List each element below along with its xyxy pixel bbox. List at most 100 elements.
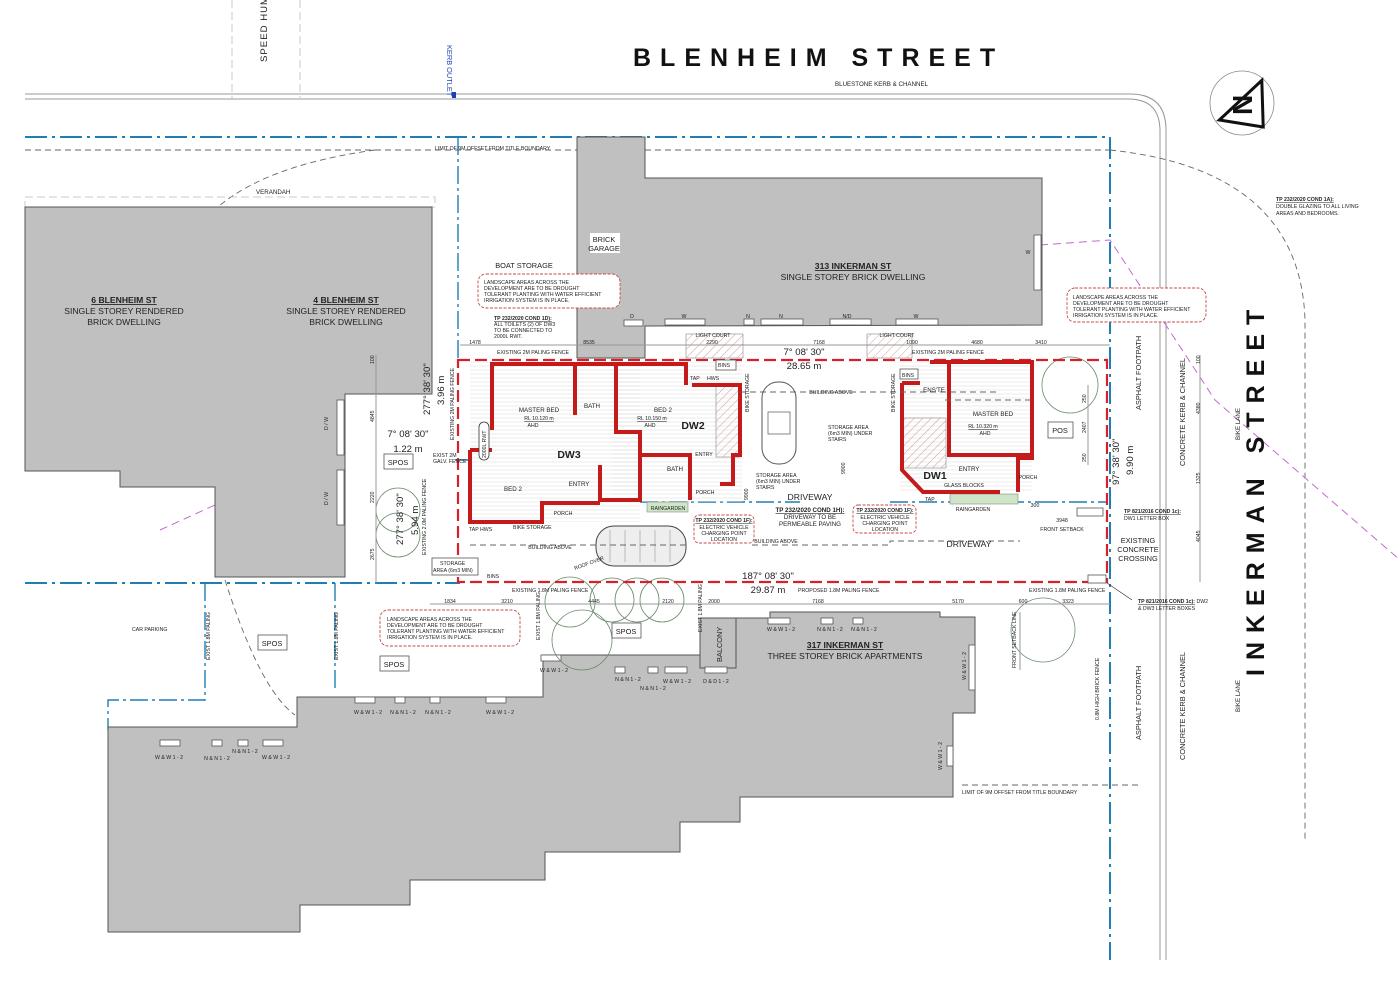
window-tag: D & D 1 - 2 — [703, 679, 729, 685]
dimension-label: 250 — [1082, 453, 1088, 462]
dimension-label: 1090 — [906, 340, 918, 346]
crossing-label: CROSSING — [1118, 554, 1158, 563]
dimension-label: 9900 — [841, 462, 847, 474]
note-text: TOLERANT PLANTING WITH WATER EFFICIENT — [1073, 307, 1191, 313]
dimension-label: 3323 — [1062, 599, 1074, 605]
dimension-label: 2407 — [1082, 421, 1088, 433]
car-icon — [595, 525, 687, 567]
roof-over-label: ROOF OVER — [574, 556, 606, 572]
window-tag: N & N 1 - 2 — [390, 710, 416, 716]
storage-label: STAIRS — [756, 485, 775, 491]
window — [336, 399, 345, 456]
window — [336, 469, 345, 526]
north-arrow-icon: N — [1209, 70, 1275, 136]
window-tag: N & N 1 - 2 — [615, 677, 641, 683]
spos-label: SPOS — [384, 660, 405, 669]
note-title: TP 821/2016 COND 1c): — [1138, 599, 1195, 605]
raingarden-label: RAINGARDEN — [651, 506, 686, 512]
storage-label: (6m3 MIN) UNDER — [828, 431, 873, 437]
note-text: DEVELOPMENT ARE TO BE DROUGHT — [1073, 301, 1169, 307]
driveway-label: DRIVEWAY — [788, 492, 833, 502]
crossing-label: EXISTING — [1121, 536, 1156, 545]
length-label: 29.87 m — [751, 585, 786, 596]
dw3-labels: DW3 MASTER BED RL 10.120 m AHD BATH BED … — [431, 403, 600, 580]
note-text: DEVELOPMENT ARE TO BE DROUGHT — [484, 286, 580, 292]
bearing-label: 187° 08' 30" — [742, 571, 794, 582]
kerb-line — [25, 93, 1167, 960]
window-tag: W & W 1 - 2 — [155, 755, 183, 761]
note-cond1d: TP 232/2020 COND 1D): ALL TOILETS (2) OF… — [494, 316, 555, 340]
dimension-label: 300 — [1031, 503, 1040, 509]
room-label: PORCH — [1019, 475, 1038, 481]
window-tags-317: W & W 1 - 2 N & N 1 - 2 N & N 1 - 2 W & … — [155, 627, 968, 770]
note-text: DEVELOPMENT ARE TO BE DROUGHT — [387, 623, 483, 629]
spos-label: SPOS — [388, 458, 409, 467]
footpath-label: ASPHALT FOOTPATH — [1134, 336, 1143, 410]
note-text: DW2 — [1196, 599, 1208, 605]
note-text: DOUBLE GLAZING TO ALL LIVING — [1276, 204, 1359, 210]
car-icon — [761, 381, 797, 465]
note-text: AREAS AND BEDROOMS. — [1276, 211, 1339, 217]
tap-label: TAP — [925, 497, 935, 503]
landscape-note-1: LANDSCAPE AREAS ACROSS THE DEVELOPMENT A… — [477, 273, 621, 309]
bike-storage-label: BIKE STORAGE — [745, 373, 751, 412]
building-313-inkerman — [576, 136, 1043, 359]
window-tag: N & N 1 - 2 — [204, 756, 230, 762]
note-text: DRIVEWAY TO BE — [784, 514, 836, 521]
light-court-label: LIGHT COURT — [880, 333, 916, 339]
length-label: 9.90 m — [1125, 446, 1136, 475]
note-title: TP 232/2020 COND 1D): — [494, 316, 552, 322]
dimension-label: 4380 — [1196, 402, 1202, 414]
fence-label: EXISTING 2M PALING FENCE — [450, 367, 456, 440]
length-label: 28.65 m — [787, 361, 822, 372]
inkerman-street: INKERMAN STREET ASPHALT FOOTPATH ASPHALT… — [1117, 301, 1270, 760]
fence-label: EXIST 1.8M PALING — [698, 584, 704, 632]
raingarden-dw1 — [949, 493, 1019, 505]
dimension-label: 4680 — [971, 340, 983, 346]
note-text: PERMEABLE PAVING — [779, 521, 841, 528]
address-title: 313 INKERMAN ST — [815, 261, 892, 271]
fence-label: PROPOSED 1.8M PALING FENCE — [798, 588, 880, 594]
dwelling-label: DW1 — [923, 470, 946, 482]
fence-label: EXISTING 2M PALING FENCE — [912, 350, 985, 356]
window-tag: D — [630, 314, 634, 320]
building-desc: SINGLE STOREY BRICK DWELLING — [781, 272, 926, 282]
building-317-inkerman — [107, 611, 976, 933]
site-boundary — [456, 358, 1109, 584]
window-tag: W & W 1 - 2 — [354, 710, 382, 716]
building-above-label: BUILDING ABOVE — [809, 390, 853, 396]
room-label: MASTER BED — [519, 407, 560, 414]
inkerman-street-label: INKERMAN STREET — [1242, 301, 1270, 676]
note-title: TP 232/2020 COND 1F): — [695, 518, 753, 524]
verandah-outline — [24, 196, 436, 208]
boat-storage-label: BOAT STORAGE — [495, 261, 553, 270]
balcony-label: BALCONY — [715, 627, 724, 662]
bike-lane-label: BIKE LANE — [1235, 408, 1242, 440]
window-tag: W & W 1 - 2 — [663, 679, 691, 685]
bins-label: BINS — [718, 363, 731, 369]
window-tag: D / W — [324, 492, 330, 505]
fence-label: EXIST 1.8M PALING — [334, 612, 340, 660]
dimension-label: 7168 — [813, 340, 825, 346]
address-title: 4 BLENHEIM ST — [313, 295, 379, 305]
dimension-label: 8535 — [583, 340, 595, 346]
note-text: CHARGING POINT — [862, 521, 908, 527]
window-tag: N & N 1 - 2 — [232, 749, 258, 755]
level-label: RL 10.150 m — [637, 416, 667, 422]
rainwater-tank — [478, 421, 490, 461]
room-label: PORCH — [696, 490, 715, 496]
title-boundary — [25, 136, 1111, 960]
window-tag: N & N 1 - 2 — [640, 686, 666, 692]
offset-arc — [224, 579, 296, 716]
label-6-blenheim: 6 BLENHEIM ST SINGLE STOREY RENDERED BRI… — [64, 295, 184, 327]
room-label: BATH — [584, 403, 600, 410]
garage-label-bg — [590, 233, 620, 253]
note-text: 2000L RWT. — [494, 334, 522, 340]
north-label: N — [1227, 95, 1258, 115]
level-label: AHD — [980, 431, 991, 437]
note-title: TP 232/2020 COND 1F): — [856, 508, 914, 514]
bins-box — [715, 359, 737, 371]
dimensions-bottom: 1834 3210 4445 2120 2000 7168 5170 600 3… — [444, 599, 1074, 605]
note-cond1f-dw1: TP 232/2020 COND 1F): ELECTRIC VEHICLE C… — [852, 504, 917, 534]
